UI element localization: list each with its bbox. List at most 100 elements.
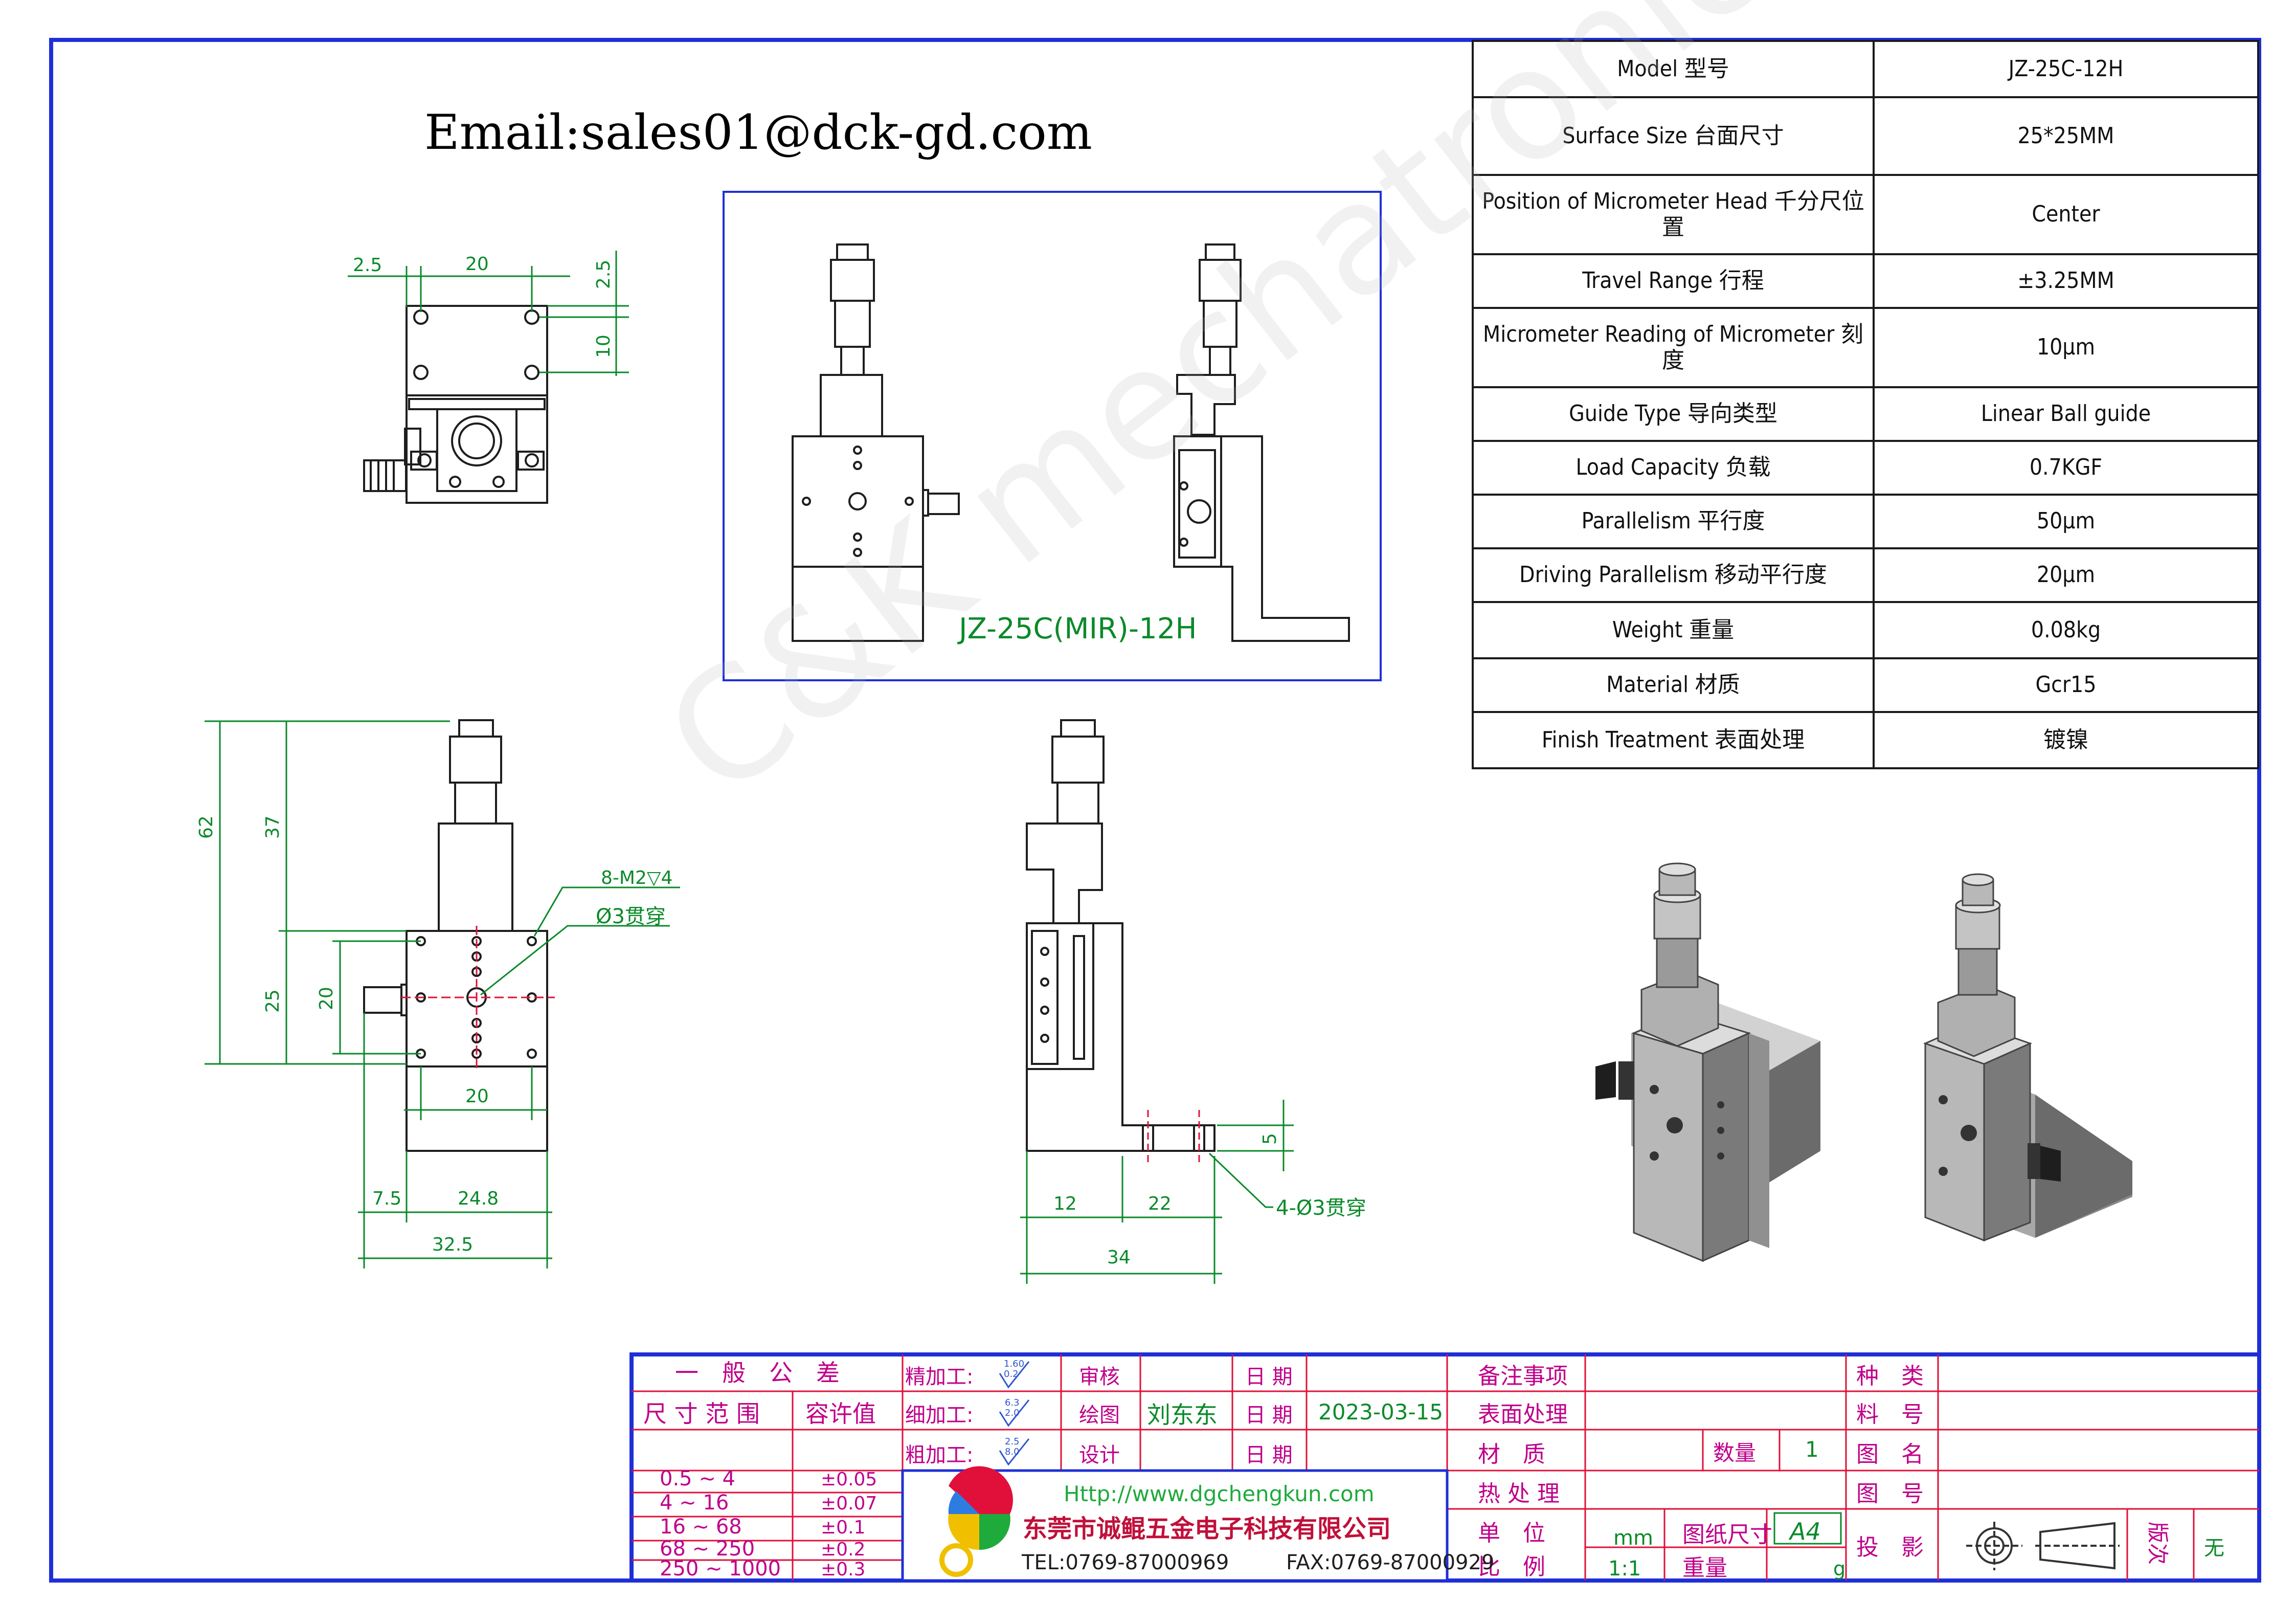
spec-value: 20μm [1873, 547, 2259, 603]
tolerance-value: ±0.2 [821, 1539, 865, 1560]
rough-3a: 2.5 [1005, 1436, 1020, 1447]
tolerance-range: 16 ~ 68 [660, 1515, 742, 1539]
spec-value: 镀镍 [1873, 711, 2259, 769]
spec-key: Model 型号 [1472, 40, 1875, 98]
unit-value: mm [1613, 1526, 1653, 1550]
dim-34: 34 [1107, 1247, 1131, 1268]
front-view [363, 719, 548, 1152]
rough-2b: 2.0 [1005, 1408, 1020, 1418]
iso-render-right [1923, 873, 2132, 1242]
front-view-dims [205, 720, 680, 1269]
drawer-name: 刘东东 [1147, 1401, 1218, 1429]
dim-7-5: 7.5 [372, 1188, 401, 1209]
dim-25: 25 [262, 989, 283, 1013]
spec-key: Travel Range 行程 [1472, 253, 1875, 309]
side-view [1026, 719, 1215, 1152]
dim-20-h: 20 [465, 1086, 489, 1107]
spec-key: Finish Treatment 表面处理 [1472, 711, 1875, 769]
rough-3b: 8.0 [1005, 1447, 1020, 1457]
dim-top-10: 10 [593, 335, 614, 358]
tol-title: 一 般 公 差 [675, 1359, 840, 1387]
company-fax: FAX:0769-87000929 [1286, 1551, 1494, 1574]
machining-medium: 细加工: [905, 1404, 973, 1427]
tolerance-value: ±0.05 [821, 1469, 877, 1490]
label-heat: 热 处 理 [1478, 1481, 1560, 1507]
inset-model-label: JZ-25C(MIR)-12H [957, 612, 1197, 646]
label-surface: 表面处理 [1478, 1401, 1568, 1428]
iso-render-left [1595, 862, 1820, 1262]
spec-value: 0.08kg [1873, 601, 2259, 659]
dim-32-5: 32.5 [432, 1234, 473, 1255]
dim-22: 22 [1148, 1193, 1172, 1214]
machining-fine: 精加工: [905, 1365, 973, 1389]
dim-top-2-5-v: 2.5 [593, 260, 614, 289]
spec-key: Guide Type 导向类型 [1472, 386, 1875, 442]
side-view-centerlines [1147, 1110, 1200, 1166]
note-8-m2: 8-M2▽4 [601, 867, 672, 888]
spec-key: Parallelism 平行度 [1472, 494, 1875, 549]
weight-unit: g [1833, 1558, 1845, 1580]
inset-front-view [792, 243, 960, 642]
label-qty: 数量 [1713, 1440, 1756, 1465]
scale-value: 1:1 [1608, 1557, 1641, 1581]
roughness-symbols [999, 1361, 1030, 1466]
company-logo [939, 1466, 1013, 1577]
rev-value: 无 [2204, 1537, 2224, 1560]
label-kind: 种 类 [1856, 1363, 1924, 1389]
spec-value: 25*25MM [1873, 96, 2259, 176]
label-design: 设计 [1079, 1443, 1120, 1467]
tol-col-value: 容许值 [805, 1400, 876, 1428]
company-tel: TEL:0769-87000969 [1021, 1551, 1229, 1574]
top-view [363, 305, 548, 504]
tolerance-range: 4 ~ 16 [660, 1491, 729, 1515]
label-unit: 单 位 [1478, 1520, 1545, 1546]
tolerance-value: ±0.1 [821, 1517, 865, 1538]
inset-frame [723, 191, 1382, 681]
dim-37: 37 [262, 815, 283, 839]
contact-email: Email:sales01@dck-gd.com [424, 105, 1092, 161]
spec-row: Finish Treatment 表面处理镀镍 [1472, 711, 2259, 769]
paper-value: A4 [1788, 1518, 1821, 1545]
rough-1a: 1.60 [1004, 1359, 1024, 1369]
rough-1b: 0.2 [1004, 1369, 1019, 1380]
spec-key: Load Capacity 负载 [1472, 440, 1875, 496]
label-material: 材 质 [1478, 1441, 1545, 1467]
spec-value: Gcr15 [1873, 657, 2259, 713]
dim-24-8: 24.8 [458, 1188, 499, 1209]
spec-value: Center [1873, 174, 2259, 255]
dim-62: 62 [196, 815, 217, 839]
label-rev: 版次 [2145, 1522, 2170, 1565]
dim-12: 12 [1053, 1193, 1077, 1214]
top-view-dims [348, 251, 629, 376]
spec-value: JZ-25C-12H [1873, 40, 2259, 98]
spec-key: Driving Parallelism 移动平行度 [1472, 547, 1875, 603]
label-notes: 备注事项 [1478, 1363, 1568, 1389]
label-dname: 图 名 [1856, 1441, 1924, 1467]
spec-key: Micrometer Reading of Micrometer 刻度 [1472, 307, 1875, 388]
tol-col-range: 尺 寸 范 围 [643, 1400, 760, 1428]
label-date-1: 日 期 [1245, 1365, 1293, 1389]
tolerance-value: ±0.3 [821, 1559, 865, 1580]
tolerance-value: ±0.07 [821, 1493, 877, 1514]
side-view-dims [1020, 1100, 1294, 1284]
label-date-2: 日 期 [1245, 1404, 1293, 1427]
inset-side-view [1173, 243, 1350, 642]
label-paper: 图纸尺寸 [1682, 1522, 1772, 1548]
dim-5: 5 [1259, 1133, 1280, 1145]
dim-20-v: 20 [316, 987, 337, 1010]
company-url: Http://www.dgchengkun.com [1064, 1481, 1375, 1506]
spec-value: Linear Ball guide [1873, 386, 2259, 442]
spec-row: Travel Range 行程±3.25MM [1472, 253, 2259, 309]
spec-value: 0.7KGF [1873, 440, 2259, 496]
